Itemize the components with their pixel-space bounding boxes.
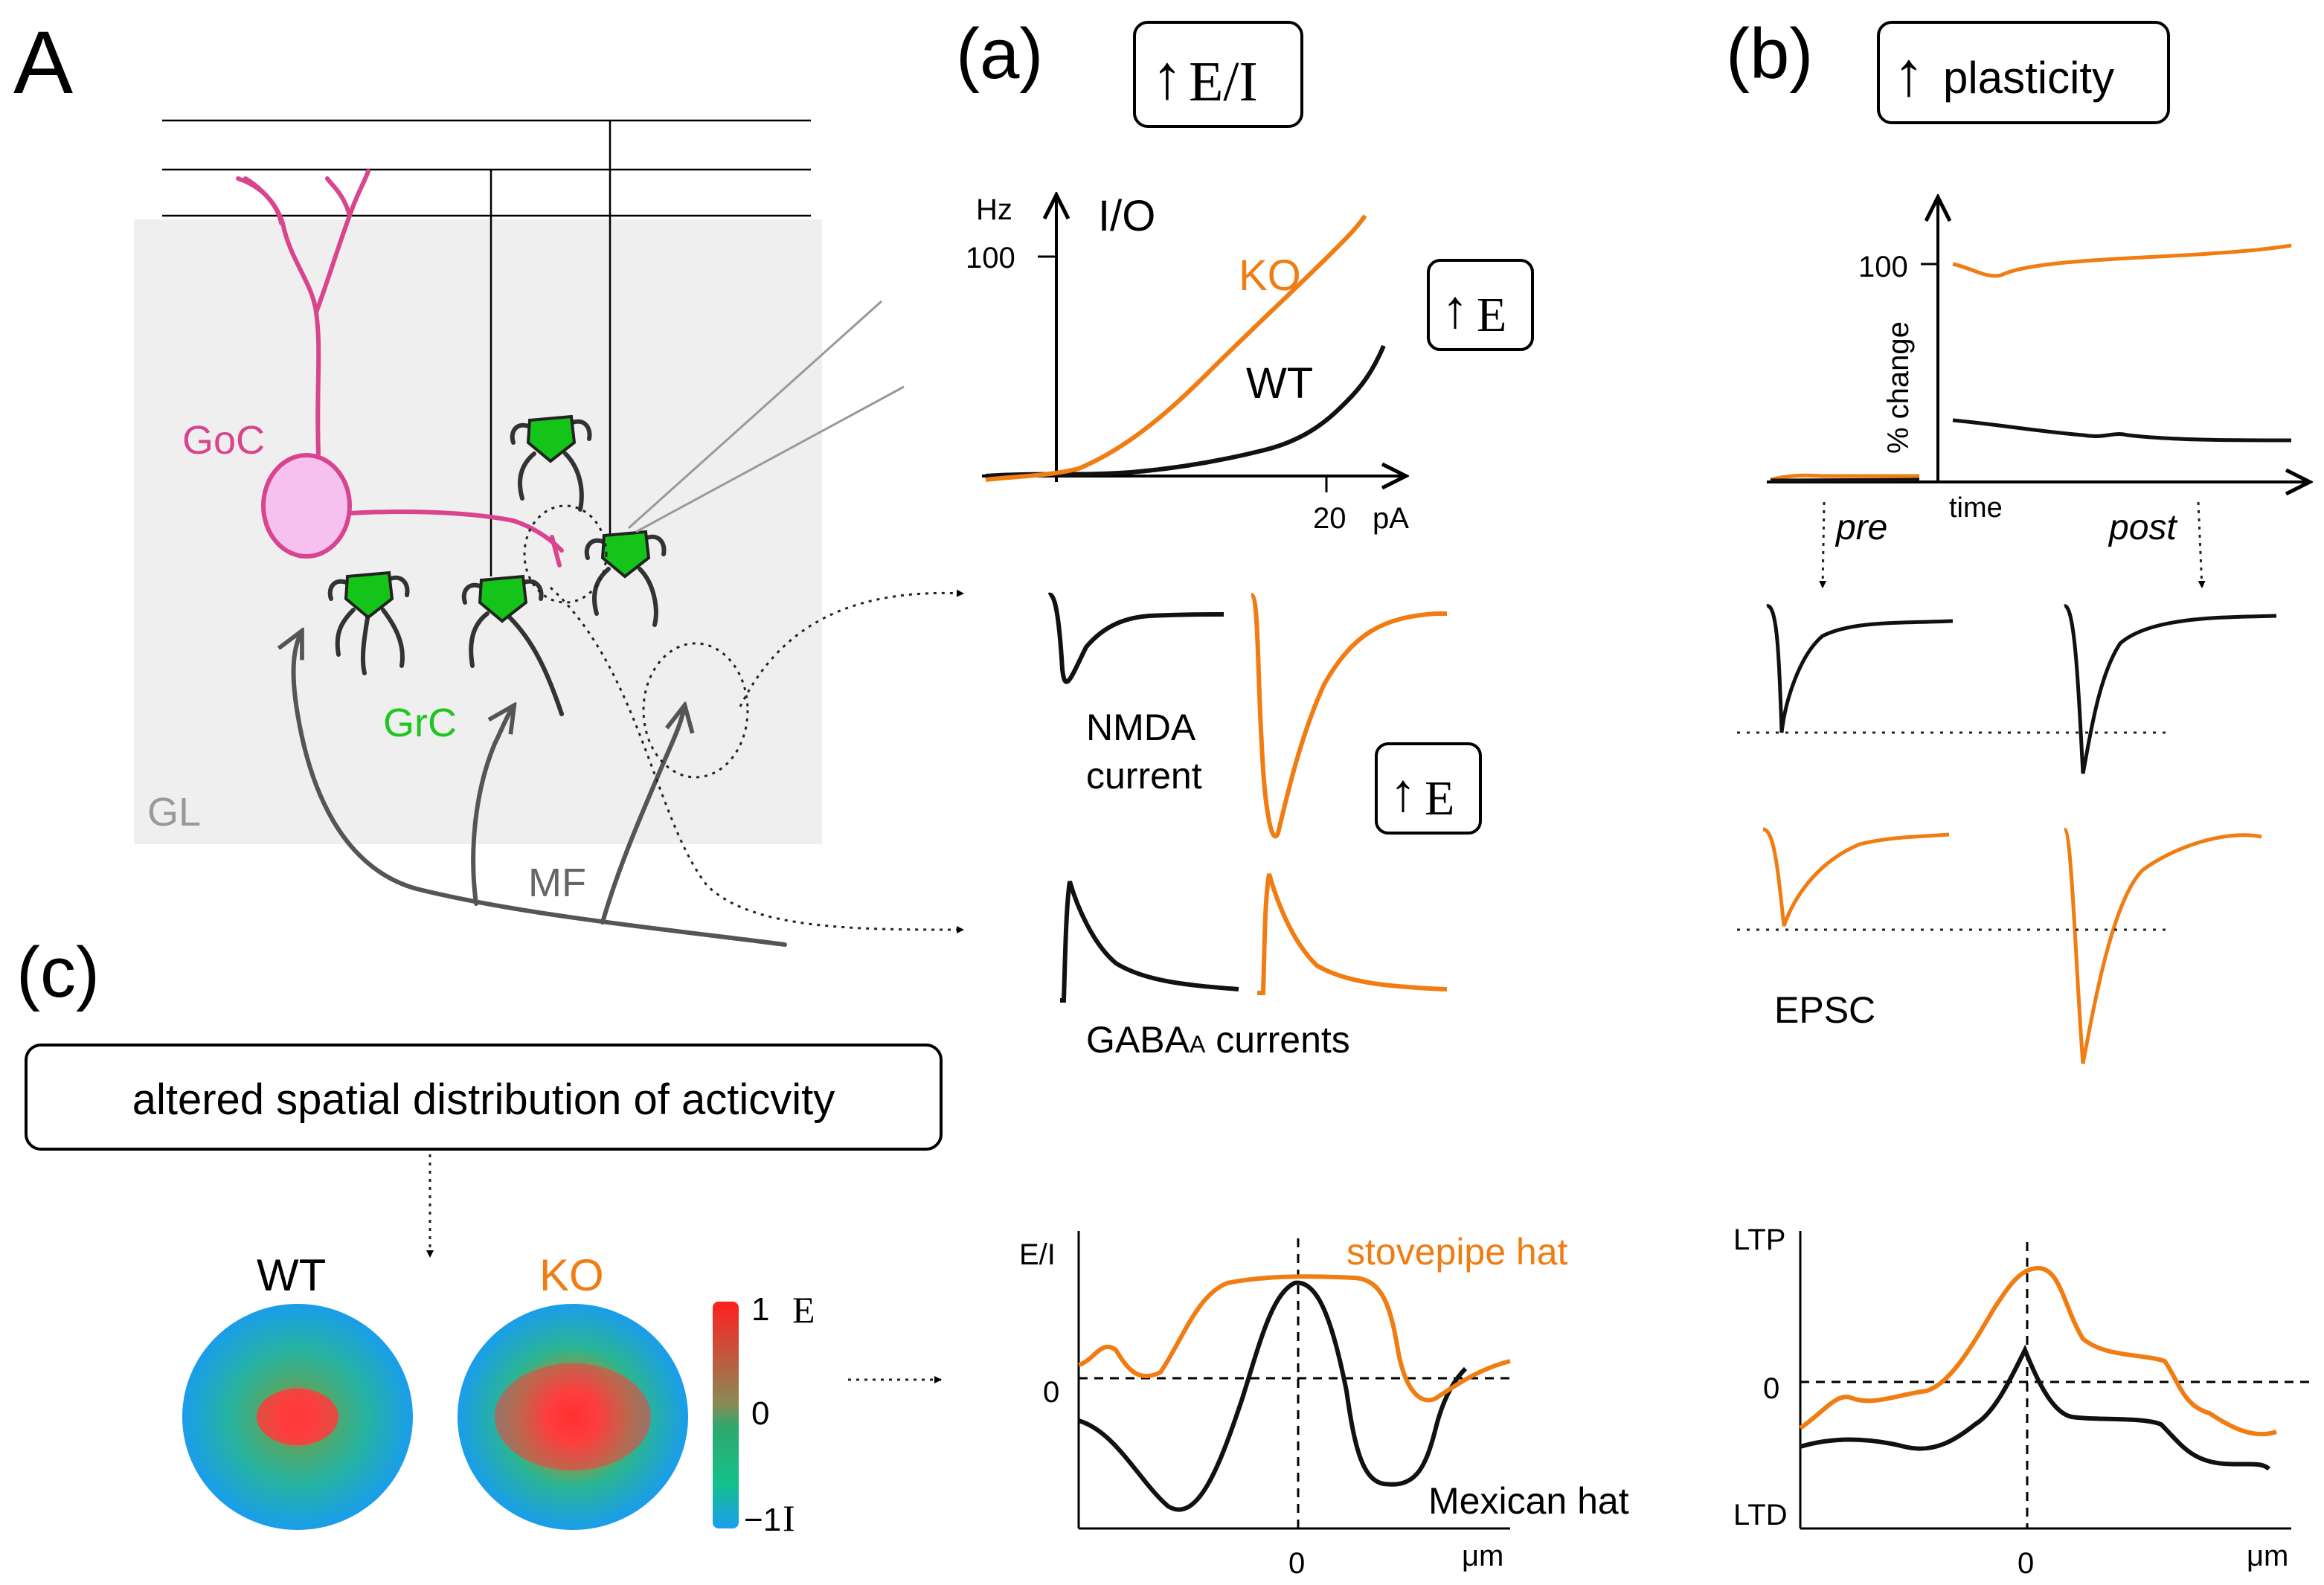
io-y-unit: Hz — [976, 193, 1012, 226]
ltp-y-zero: 0 — [1763, 1372, 1779, 1405]
io-curve-ko — [985, 214, 1367, 482]
tag-box-e-nmda — [1375, 742, 1482, 835]
nmda-label-line: NMDA — [1086, 707, 1196, 748]
panel-a-circuit: A GoC MF GL — [13, 13, 964, 947]
panel-b-plasticity: (b) ↑ plasticity 100 % change time pre p… — [1726, 14, 2310, 1064]
epsc-pre-ko — [1762, 827, 1950, 927]
ei-x-unit: μm — [1462, 1540, 1503, 1572]
tag-arrow: ↑ — [1390, 763, 1416, 823]
recording-electrode — [627, 300, 883, 530]
disc-label-wt: WT — [257, 1250, 326, 1300]
gaba-trace-wt — [1060, 881, 1239, 1003]
gaba-label: GABAA currents — [1086, 1019, 1350, 1061]
io-x-tick-label: 20 — [1313, 502, 1346, 535]
panel-c-spatial: (c) altered spatial distribution of acti… — [16, 933, 2314, 1580]
panel-label-b: (b) — [1726, 14, 1813, 94]
ltp-y-top: LTP — [1733, 1224, 1785, 1256]
activity-disc-wt-center — [257, 1389, 338, 1445]
post-arrow — [2197, 501, 2206, 588]
spatial-box — [25, 1044, 943, 1151]
ltp-y-bottom: LTD — [1733, 1499, 1788, 1531]
plast-pre-ko — [1770, 473, 1919, 482]
plast-x-label: time — [1949, 492, 2003, 524]
gl-label: GL — [147, 790, 201, 835]
plast-post-ko — [1952, 243, 2292, 278]
activity-disc-ko-center — [495, 1363, 651, 1470]
colorbar-tick-m1: −1 — [744, 1502, 781, 1538]
tag-arrow: ↑ — [1893, 39, 1925, 109]
plast-post-label: post — [2108, 508, 2177, 547]
grc-label: GrC — [383, 701, 457, 745]
nmda-trace-wt — [1047, 592, 1224, 684]
epsc-post-wt — [2064, 604, 2277, 774]
goc-label: GoC — [182, 418, 265, 463]
tag-box-e-io — [1427, 259, 1534, 351]
colorbar-tick-0: 0 — [751, 1395, 769, 1432]
tag-text-plasticity: plasticity — [1943, 53, 2114, 103]
tag-text-e: E — [1477, 288, 1506, 342]
plast-post-wt — [1952, 418, 2292, 443]
ltp-x-zero: 0 — [2018, 1547, 2034, 1580]
panel-label-a: (a) — [956, 14, 1043, 94]
pre-arrow — [1819, 501, 1827, 588]
plast-y-label: % change — [1882, 321, 1915, 454]
io-series-wt: WT — [1246, 359, 1313, 408]
io-x-unit: pA — [1373, 502, 1409, 535]
epsc-label: EPSC — [1774, 989, 1875, 1031]
tag-box-plasticity — [1877, 21, 2170, 124]
golgi-cell — [236, 169, 564, 568]
io-title: I/O — [1098, 192, 1155, 240]
glomerulus-callout — [642, 642, 749, 779]
granular-layer — [134, 219, 822, 844]
colorbar-label-i: I — [783, 1497, 795, 1539]
ei-curve-stovepipe — [1077, 1274, 1511, 1403]
tag-text-ei: E/I — [1189, 51, 1258, 113]
colorbar-tick-1: 1 — [751, 1291, 769, 1328]
io-y-tick-label: 100 — [966, 242, 1015, 274]
tag-text-e: E — [1425, 771, 1454, 826]
gaba-label-suffix: currents — [1205, 1019, 1350, 1061]
gaba-label-main: GABA — [1086, 1019, 1190, 1061]
panel-a-ei: (a) ↑ E/I Hz 100 I/O 20 pA KO WT ↑ E NMD… — [956, 14, 1534, 1061]
granule-cell — [327, 570, 410, 675]
recording-electrode — [635, 385, 905, 533]
granule-cell — [461, 574, 564, 716]
tag-arrow: ↑ — [1442, 280, 1468, 339]
io-curve-wt — [985, 344, 1386, 478]
callout-arrow — [549, 586, 964, 933]
spatial-box-text: altered spatial distribution of acticvit… — [132, 1076, 835, 1124]
disc-label-ko: KO — [539, 1250, 604, 1300]
ei-x-zero: 0 — [1288, 1547, 1305, 1580]
tag-box-ei — [1133, 21, 1303, 128]
nmda-label: NMDA current — [1086, 707, 1204, 797]
gaba-label-sub: A — [1190, 1031, 1206, 1058]
panel-label-main: A — [13, 13, 73, 112]
ltp-x-unit: μm — [2247, 1540, 2288, 1572]
colorbar — [713, 1302, 739, 1528]
panel-label-c: (c) — [16, 933, 100, 1012]
granule-cell — [584, 530, 667, 627]
ei-label-mexican: Mexican hat — [1428, 1480, 1629, 1522]
ei-curve-mexican — [1078, 1280, 1468, 1512]
mf-label: MF — [528, 861, 586, 905]
ei-label-stovepipe: stovepipe hat — [1346, 1231, 1568, 1273]
io-series-ko: KO — [1239, 251, 1301, 300]
nmda-trace-ko — [1250, 593, 1447, 839]
ei-y-zero: 0 — [1043, 1376, 1059, 1409]
ei-y-label: E/I — [1019, 1238, 1056, 1271]
epsc-post-ko — [2062, 827, 2262, 1064]
ltp-curve-ko — [1799, 1265, 2277, 1437]
ltp-curve-wt — [1800, 1344, 2271, 1471]
granule-cell — [510, 414, 592, 512]
plast-y-tick-label: 100 — [1858, 251, 1908, 283]
colorbar-label-e: E — [792, 1289, 815, 1331]
synapse-callout — [523, 504, 608, 604]
gaba-trace-ko — [1257, 873, 1448, 995]
mossy-fibers — [294, 632, 787, 947]
tag-arrow: ↑ — [1152, 42, 1183, 112]
epsc-pre-wt — [1766, 604, 1954, 733]
plast-pre-label: pre — [1835, 508, 1887, 547]
nmda-label-line: current — [1086, 755, 1202, 797]
